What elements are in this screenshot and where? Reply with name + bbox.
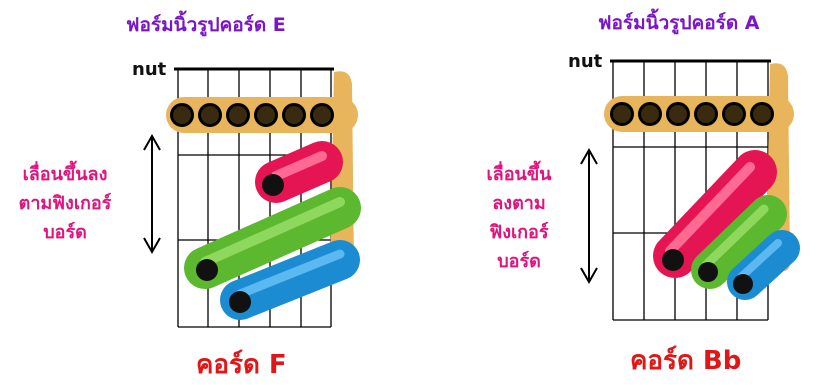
instruction-left: เลื่อนขึ้นลง ตามฟิงเกอร์ บอร์ด xyxy=(4,160,126,247)
title-e-shape: ฟอร์มนิ้วรูปคอร์ด E xyxy=(126,14,286,36)
nut-label-right: nut xyxy=(568,51,603,72)
finger-blue-right xyxy=(727,230,800,300)
instruction-line: ฟิงเกอร์ xyxy=(489,222,549,243)
instruction-line: บอร์ด xyxy=(43,222,87,243)
instruction-line: เลื่อนขึ้นลง xyxy=(22,164,108,185)
instruction-line: เลื่อนขึ้น xyxy=(486,164,552,185)
finger-red-left xyxy=(255,141,343,203)
finger-green-left xyxy=(184,187,361,289)
finger-red-right xyxy=(653,150,777,278)
slide-arrow-icon-left xyxy=(143,133,161,255)
nut-label-left: nut xyxy=(132,59,167,80)
instruction-line: ตามฟิงเกอร์ xyxy=(18,193,112,214)
chord-name-bb: คอร์ด Bb xyxy=(630,346,742,376)
title-a-shape: ฟอร์มนิ้วรูปคอร์ด A xyxy=(598,12,760,34)
chord-name-f: คอร์ด F xyxy=(196,350,287,380)
finger-green-right xyxy=(691,195,787,289)
instruction-line: บอร์ด xyxy=(497,251,541,272)
finger-blue-left xyxy=(220,240,360,320)
slide-arrow-icon-right xyxy=(580,147,598,285)
instruction-line: ลงตาม xyxy=(492,193,546,214)
instruction-right: เลื่อนขึ้น ลงตาม ฟิงเกอร์ บอร์ด xyxy=(458,160,580,276)
